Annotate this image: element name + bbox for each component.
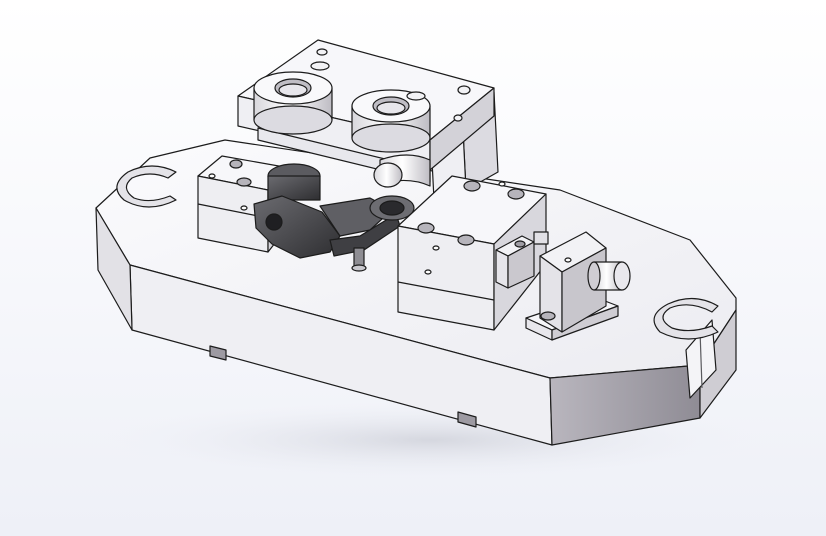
u-slot-left — [116, 165, 177, 208]
workpiece-part — [253, 163, 415, 272]
screw-heads-top — [310, 48, 471, 122]
boss-left — [253, 71, 333, 135]
pusher-bracket — [525, 231, 619, 341]
side-pusher-block — [495, 231, 549, 289]
u-slot-right — [653, 297, 719, 340]
pusher-knob — [587, 261, 631, 291]
